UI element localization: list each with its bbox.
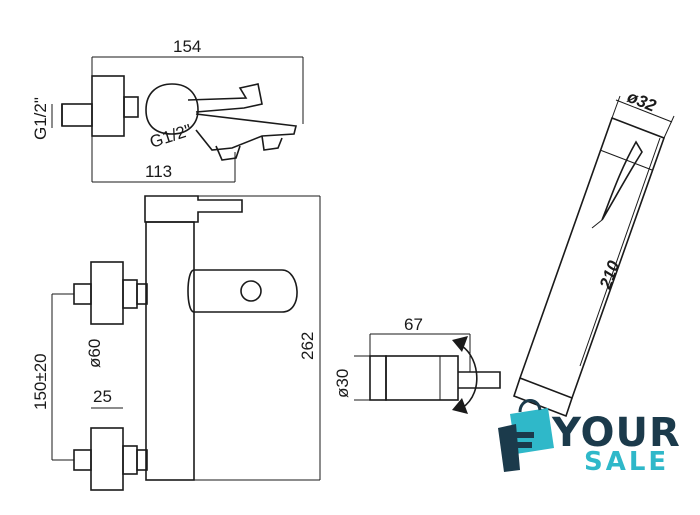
logo-word-your: YOUR [551, 410, 681, 456]
shopping-bag-hand-icon [498, 399, 554, 472]
dim-top-thread-spout: G1/2" [147, 120, 194, 151]
dim-top-thread-left: G1/2" [31, 97, 50, 140]
hand-shower [512, 95, 675, 418]
dim-holder-length: 67 [404, 315, 423, 334]
your-sale-logo: YOUR SALE [498, 399, 681, 477]
dim-center-distance: 150±20 [31, 353, 50, 410]
front-view [51, 195, 321, 491]
dim-height-total: 262 [298, 332, 317, 360]
top-view [51, 56, 304, 183]
dim-inlet-length: 25 [93, 387, 112, 406]
dim-flange-diameter: ø60 [85, 339, 104, 368]
logo-word-sale: SALE [584, 447, 669, 477]
wall-holder [354, 333, 501, 414]
dim-top-depth: 113 [145, 162, 172, 181]
dim-handle-diameter: ø32 [625, 87, 660, 116]
dim-holder-diameter: ø30 [333, 369, 352, 398]
dim-top-width: 154 [173, 37, 201, 56]
